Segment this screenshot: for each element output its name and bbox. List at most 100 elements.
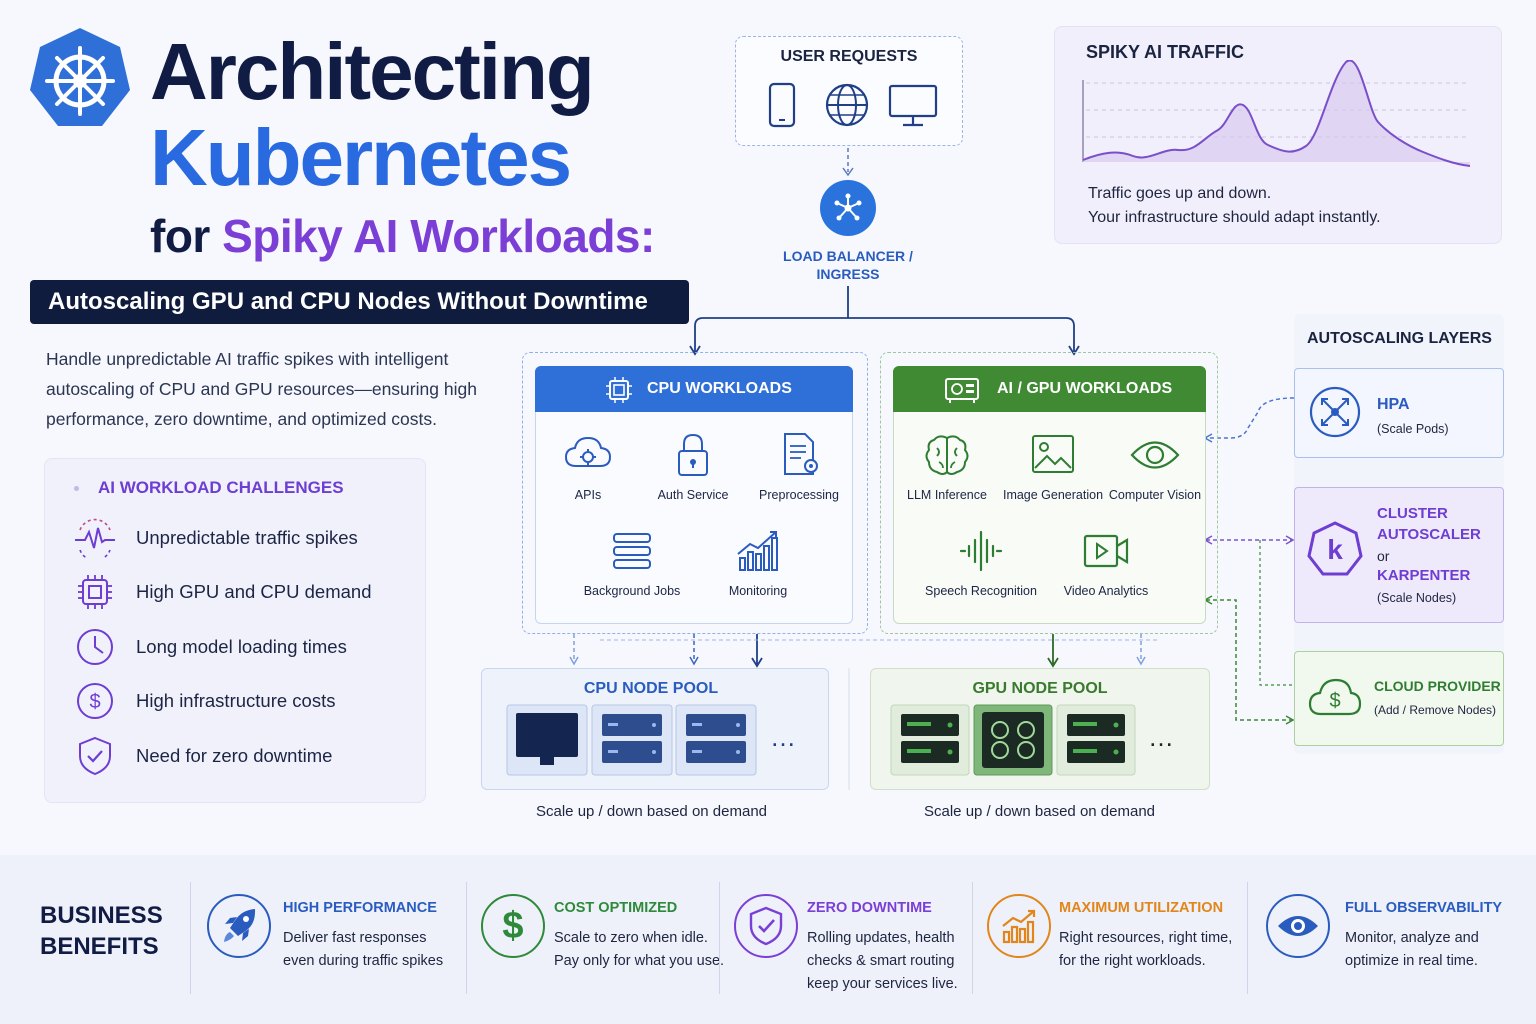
hpa-card bbox=[1294, 368, 1504, 458]
workload-label: Image Generation bbox=[1002, 488, 1104, 502]
benefit-text: Scale to zero when idle. Pay only for wha… bbox=[554, 927, 724, 973]
cloud-gear-icon bbox=[564, 436, 612, 467]
svg-text:$: $ bbox=[1329, 690, 1340, 712]
eye-icon bbox=[1130, 441, 1180, 469]
workload-label: Speech Recognition bbox=[925, 584, 1037, 598]
more-nodes-ellipsis: … bbox=[1148, 722, 1174, 752]
benefit-line: Rolling updates, health bbox=[807, 930, 955, 946]
svg-text:k: k bbox=[1327, 534, 1343, 565]
benefit-title: COST OPTIMIZED bbox=[554, 900, 678, 916]
hpa-desc: (Scale Pods) bbox=[1377, 422, 1449, 436]
challenge-item: Unpredictable traffic spikes bbox=[72, 518, 358, 558]
cpu-node-pool-title: CPU NODE POOL bbox=[583, 680, 719, 697]
cluster-autoscaler-card bbox=[1294, 487, 1504, 623]
dollar-icon: $ bbox=[77, 683, 113, 719]
cluster-autoscaler-or: or bbox=[1377, 548, 1390, 564]
karpenter-heptagon-icon: k bbox=[1307, 521, 1363, 576]
cluster-autoscaler-desc: (Scale Nodes) bbox=[1377, 591, 1457, 605]
dollar-icon: $ bbox=[502, 905, 524, 947]
stack-list-icon bbox=[613, 533, 651, 569]
workload-auth-service: Auth Service bbox=[648, 432, 738, 502]
gpu-pool-note: Scale up / down based on demand bbox=[924, 803, 1155, 820]
title-line-3-prefix: for bbox=[150, 210, 223, 262]
benefit-title: MAXIMUM UTILIZATION bbox=[1059, 900, 1224, 916]
benefit-line: checks & smart routing bbox=[807, 953, 955, 969]
challenge-item: High GPU and CPU demand bbox=[72, 572, 371, 612]
benefit-icon-ring bbox=[987, 894, 1051, 958]
workload-image-generation: Image Generation bbox=[1002, 432, 1104, 502]
traffic-panel bbox=[1054, 26, 1502, 244]
cpu-chip-icon bbox=[606, 377, 632, 403]
cluster-autoscaler-line2: AUTOSCALER bbox=[1377, 526, 1481, 543]
benefit-title: ZERO DOWNTIME bbox=[807, 900, 932, 916]
business-benefits-title-2: BENEFITS bbox=[40, 933, 159, 960]
lock-icon bbox=[678, 433, 708, 476]
traffic-spike-icon bbox=[75, 518, 115, 558]
rocket-icon bbox=[224, 909, 256, 942]
eye-icon bbox=[1278, 916, 1318, 936]
bar-chart-icon bbox=[737, 531, 778, 571]
benefit-icon-ring bbox=[1266, 894, 1330, 958]
challenge-label: Long model loading times bbox=[136, 636, 347, 657]
challenges-panel bbox=[44, 458, 426, 803]
benefit-line: Right resources, right time, bbox=[1059, 930, 1233, 946]
benefit-line: for the right workloads. bbox=[1059, 953, 1206, 969]
gpu-node-icon bbox=[890, 704, 970, 776]
divider bbox=[972, 882, 973, 994]
title-line-1: Architecting bbox=[150, 27, 595, 116]
cpu-server-nodes bbox=[506, 704, 757, 776]
business-benefits-title: BUSINESS BENEFITS bbox=[40, 900, 163, 962]
traffic-curve-chart bbox=[1082, 60, 1471, 167]
cloud-provider-card bbox=[1294, 651, 1504, 746]
user-requests-title: USER REQUESTS bbox=[780, 48, 918, 65]
workload-background-jobs: Background Jobs bbox=[578, 528, 686, 598]
benefit-line: Scale to zero when idle. bbox=[554, 930, 708, 946]
workload-label: Computer Vision bbox=[1108, 488, 1202, 502]
gpu-workloads-header: AI / GPU WORKLOADS bbox=[893, 366, 1206, 412]
divider bbox=[719, 882, 720, 994]
workload-apis: APIs bbox=[552, 432, 624, 502]
gpu-workloads-boundary bbox=[880, 352, 1218, 634]
benefit-text: Right resources, right time, for the righ… bbox=[1059, 927, 1232, 973]
subtitle-banner: Autoscaling GPU and CPU Nodes Without Do… bbox=[30, 280, 689, 324]
more-nodes-ellipsis: … bbox=[770, 722, 796, 752]
challenges-title: AI WORKLOAD CHALLENGES bbox=[98, 478, 344, 497]
video-camera-icon bbox=[1083, 534, 1129, 568]
challenge-label: Need for zero downtime bbox=[136, 745, 333, 766]
divider bbox=[1247, 882, 1248, 994]
benefit-line: keep your services live. bbox=[807, 976, 958, 992]
business-benefits-title-1: BUSINESS bbox=[40, 902, 163, 929]
benefit-title: FULL OBSERVABILITY bbox=[1345, 900, 1503, 916]
workload-preprocessing: Preprocessing bbox=[752, 432, 846, 502]
server-node-icon bbox=[591, 704, 673, 776]
cloud-provider-desc: (Add / Remove Nodes) bbox=[1374, 703, 1497, 717]
challenge-label: Unpredictable traffic spikes bbox=[136, 527, 358, 548]
waveform-icon bbox=[959, 530, 1003, 572]
workload-label: Monitoring bbox=[728, 584, 788, 598]
challenge-label: High infrastructure costs bbox=[136, 690, 336, 711]
cloud-provider-title: CLOUD PROVIDER bbox=[1374, 678, 1501, 694]
growth-chart-icon bbox=[1002, 909, 1036, 944]
traffic-title: SPIKY AI TRAFFIC bbox=[1086, 42, 1245, 62]
benefit-line: Pay only for what you use. bbox=[554, 953, 725, 969]
workload-video-analytics: Video Analytics bbox=[1056, 528, 1156, 598]
gpu-card-icon bbox=[945, 378, 979, 403]
challenge-item: Long model loading times bbox=[72, 627, 347, 667]
title-line-2: Kubernetes bbox=[150, 113, 572, 202]
benefit-icon-ring bbox=[734, 894, 798, 958]
brain-icon bbox=[925, 435, 969, 475]
workload-monitoring: Monitoring bbox=[718, 528, 798, 598]
divider bbox=[466, 882, 467, 994]
traffic-caption-2: Your infrastructure should adapt instant… bbox=[1088, 209, 1381, 226]
network-hub-icon bbox=[834, 193, 862, 221]
gpu-server-nodes bbox=[890, 704, 1136, 776]
server-node-icon bbox=[675, 704, 757, 776]
karpenter-label: KARPENTER bbox=[1377, 567, 1471, 584]
traffic-caption-1: Traffic goes up and down. bbox=[1088, 185, 1272, 202]
benefit-line: even during traffic spikes bbox=[283, 953, 444, 969]
challenge-item: Need for zero downtime bbox=[72, 736, 332, 776]
challenge-label: High GPU and CPU demand bbox=[136, 581, 372, 602]
cpu-workloads-header: CPU WORKLOADS bbox=[535, 366, 853, 412]
